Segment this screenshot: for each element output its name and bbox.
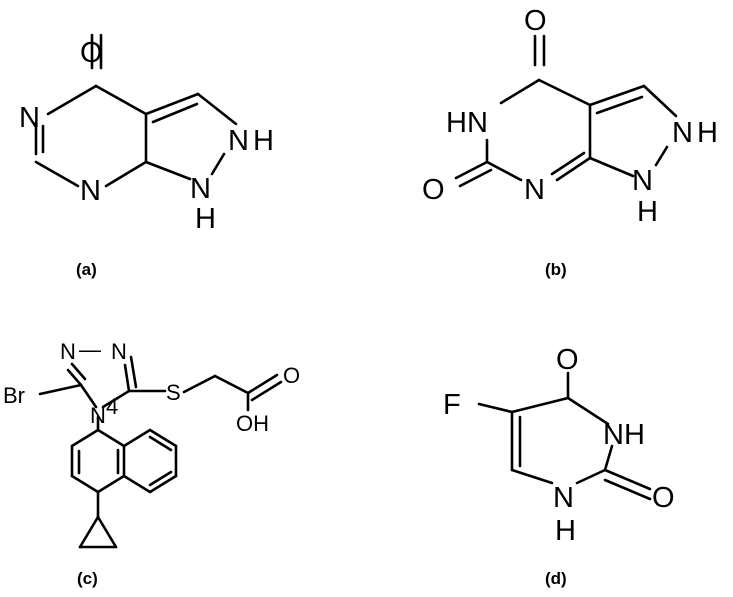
atom-f: F <box>443 389 461 421</box>
atom-n: N <box>19 102 40 134</box>
atom-o: O <box>556 344 579 376</box>
position-number: 4 <box>106 394 118 419</box>
atom-n: N <box>111 339 127 364</box>
atom-o: O <box>283 363 300 388</box>
caption-a: (a) <box>76 260 97 279</box>
atom-h: H <box>697 117 718 149</box>
atom-n: N <box>632 165 653 197</box>
structure-a: O N N N H N H (a) <box>19 33 274 279</box>
atom-o: O <box>422 174 445 206</box>
atom-oh: OH <box>236 411 269 436</box>
atom-n: N <box>80 175 101 207</box>
atom-h: H <box>253 125 274 157</box>
caption-d: (d) <box>545 569 567 588</box>
atom-h: H <box>195 203 216 235</box>
atom-br: Br <box>3 383 25 408</box>
structure-c: N — N Br N 4 S O OH (c) <box>3 337 300 588</box>
atom-n: N <box>672 117 693 149</box>
bond-dash: — <box>79 337 101 362</box>
atom-nh: NH <box>603 419 645 451</box>
atom-h: H <box>637 196 658 228</box>
atom-n: N <box>228 125 249 157</box>
atom-o: O <box>652 482 675 514</box>
caption-c: (c) <box>77 569 98 588</box>
atom-h: H <box>555 515 576 547</box>
atom-n: N <box>60 339 76 364</box>
atom-s: S <box>166 380 181 405</box>
atom-hn: HN <box>446 107 488 139</box>
atom-n: N <box>90 403 106 428</box>
atom-o: O <box>524 5 547 37</box>
structure-d: O F NH O N H (d) <box>443 344 675 588</box>
atom-n: N <box>553 482 574 514</box>
atom-n: N <box>190 173 211 205</box>
atom-o: O <box>80 37 103 69</box>
atom-n: N <box>524 174 545 206</box>
caption-b: (b) <box>545 260 567 279</box>
structure-b: O HN O N N H N H (b) <box>422 5 718 279</box>
